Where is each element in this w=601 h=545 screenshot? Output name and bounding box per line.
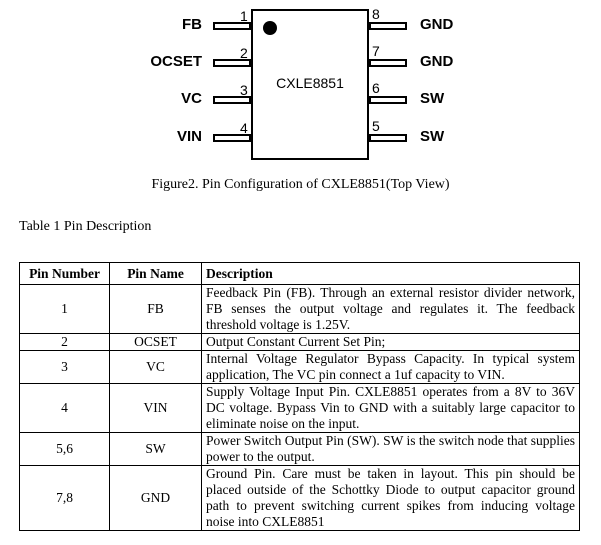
pin-lead-6 (369, 96, 407, 104)
pin1-marker-dot (263, 21, 277, 35)
header-pin-number: Pin Number (19, 262, 110, 285)
row-description: Internal Voltage Regulator Bypass Capaci… (201, 350, 580, 384)
table-row: 4 VIN Supply Voltage Input Pin. CXLE8851… (19, 383, 580, 433)
table-row: 1 FB Feedback Pin (FB). Through an exter… (19, 284, 580, 334)
row-pin-number: 7,8 (19, 465, 110, 531)
figure-caption: Figure2. Pin Configuration of CXLE8851(T… (151, 177, 450, 192)
pin-lead-7 (369, 59, 407, 67)
pin-label-3: VC (181, 90, 202, 107)
row-description: Power Switch Output Pin (SW). SW is the … (201, 432, 580, 466)
pin-lead-8 (369, 22, 407, 30)
pin-lead-4 (213, 134, 251, 142)
pin-number-2: 2 (240, 45, 248, 61)
pin-label-1: FB (182, 16, 202, 33)
chip-name: CXLE8851 (276, 75, 344, 91)
row-pin-number: 2 (19, 333, 110, 351)
chip-body: CXLE8851 (251, 9, 369, 160)
row-description: Supply Voltage Input Pin. CXLE8851 opera… (201, 383, 580, 433)
pin-number-1: 1 (240, 8, 248, 24)
pin-label-2: OCSET (150, 53, 202, 70)
row-description: Ground Pin. Care must be taken in layout… (201, 465, 580, 531)
row-pin-name: VC (109, 350, 202, 384)
pin-description-table: Pin Number Pin Name Description 1 FB Fee… (19, 262, 580, 531)
pin-number-3: 3 (240, 82, 248, 98)
row-pin-number: 1 (19, 284, 110, 334)
table-title: Table 1 Pin Description (19, 219, 152, 234)
pin-label-5: SW (420, 128, 445, 145)
row-description: Output Constant Current Set Pin; (201, 333, 580, 351)
pin-label-8: GND (420, 16, 454, 33)
pin-lead-2 (213, 59, 251, 67)
pin-lead-5 (369, 134, 407, 142)
pin-number-6: 6 (372, 80, 380, 96)
row-pin-name: OCSET (109, 333, 202, 351)
table-row: 5,6 SW Power Switch Output Pin (SW). SW … (19, 432, 580, 466)
pin-number-4: 4 (240, 120, 248, 136)
pin-label-6: SW (420, 90, 445, 107)
row-pin-name: VIN (109, 383, 202, 433)
row-pin-name: FB (109, 284, 202, 334)
row-pin-number: 3 (19, 350, 110, 384)
table-row: 3 VC Internal Voltage Regulator Bypass C… (19, 350, 580, 384)
row-pin-number: 4 (19, 383, 110, 433)
row-pin-number: 5,6 (19, 432, 110, 466)
row-pin-name: GND (109, 465, 202, 531)
table-row: 7,8 GND Ground Pin. Care must be taken i… (19, 465, 580, 531)
pin-configuration-figure: CXLE8851 1 FB 2 OCSET 3 VC 4 VIN 8 GND 7… (0, 0, 601, 200)
header-description: Description (201, 262, 580, 285)
pin-label-7: GND (420, 53, 454, 70)
pin-lead-3 (213, 96, 251, 104)
table-header-row: Pin Number Pin Name Description (19, 262, 580, 285)
table-row: 2 OCSET Output Constant Current Set Pin; (19, 333, 580, 351)
row-description: Feedback Pin (FB). Through an external r… (201, 284, 580, 334)
pin-label-4: VIN (176, 128, 202, 145)
pin-lead-1 (213, 22, 251, 30)
pin-number-8: 8 (372, 6, 380, 22)
pin-number-7: 7 (372, 43, 380, 59)
header-pin-name: Pin Name (109, 262, 202, 285)
pin-number-5: 5 (372, 118, 380, 134)
row-pin-name: SW (109, 432, 202, 466)
